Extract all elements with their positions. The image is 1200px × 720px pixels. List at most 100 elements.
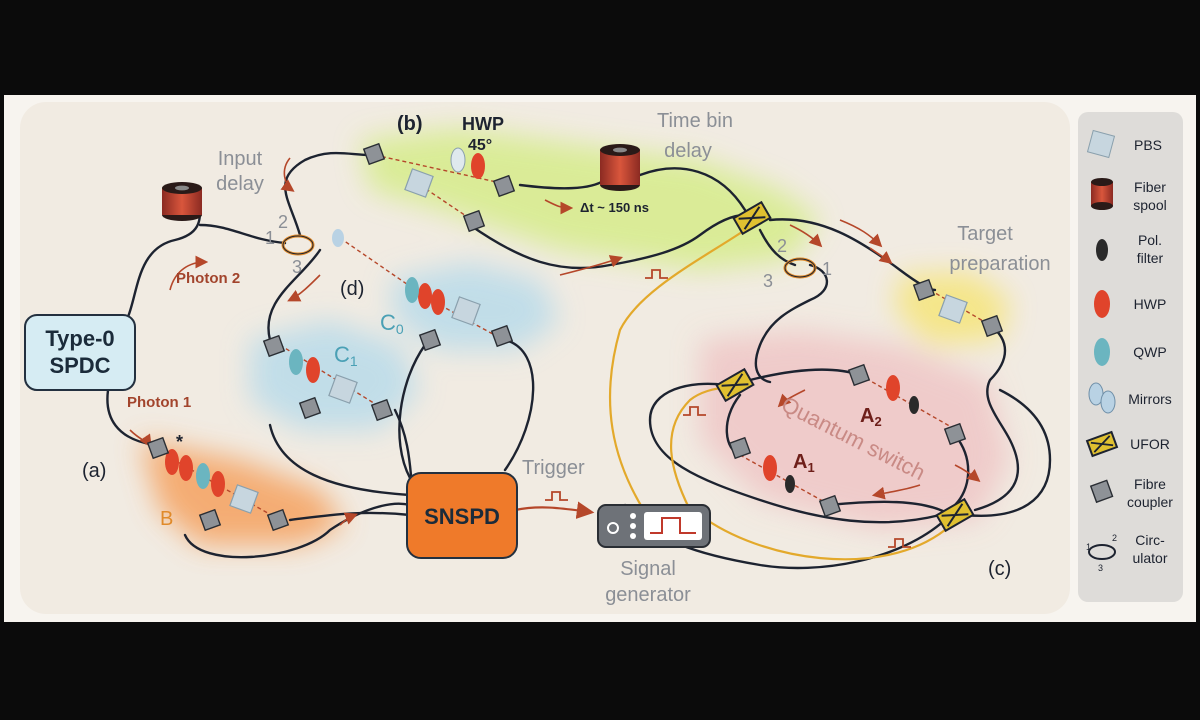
- station-c0: C0: [380, 310, 404, 337]
- station-a1: A1: [793, 451, 815, 475]
- panel-label-d: (d): [340, 278, 364, 300]
- hwp-icon: [763, 455, 777, 481]
- legend-item-mirrors: Mirrors: [1088, 382, 1172, 414]
- fiber-c1-in: [267, 248, 322, 342]
- svg-text:1: 1: [1086, 542, 1091, 552]
- circ-sw-port2: 2: [777, 236, 787, 256]
- legend-label: HWP: [1134, 296, 1167, 312]
- target-line2: preparation: [949, 253, 1050, 275]
- spdc-label-line1: Type-0: [45, 326, 114, 351]
- fiber-photon2: [118, 208, 202, 332]
- delta-t-label: Δt ~ 150 ns: [580, 200, 649, 215]
- signal-generator: [597, 504, 711, 548]
- legend-item-pbs: PBS: [1086, 129, 1162, 159]
- fiber-right-loop: [963, 388, 1052, 517]
- fiber-b-out: [183, 502, 412, 559]
- legend-label: PBS: [1134, 137, 1162, 153]
- timebin-line1: Time bin: [657, 110, 733, 132]
- circulator-input: [281, 234, 315, 256]
- snspd-detector: SNSPD: [406, 472, 518, 559]
- pol-filter-icon: [785, 475, 795, 493]
- circ-in-port3: 3: [292, 257, 302, 277]
- legend-label: Circ-: [1135, 532, 1165, 548]
- target-line1: Target: [957, 223, 1013, 245]
- hwp-icon: [1094, 290, 1110, 318]
- input-delay-line1: Input: [218, 148, 263, 170]
- legend: PBS Fiber spool Pol. filter HWP QWP: [1085, 129, 1173, 573]
- qwp-icon: [196, 463, 210, 489]
- ufor-top: [732, 200, 772, 236]
- legend-item-qwp: QWP: [1094, 338, 1167, 366]
- hwp-icon: [179, 455, 193, 481]
- qwp-icon: [289, 349, 303, 375]
- legend-label: ulator: [1132, 550, 1167, 566]
- legend-label: spool: [1133, 197, 1166, 213]
- svg-text:2: 2: [1112, 533, 1117, 543]
- fiber-c0b-detector: [503, 338, 535, 472]
- fiber-circ2-right: [754, 263, 829, 384]
- fiber-green-lower: [468, 213, 747, 270]
- fiber-spool-input: [162, 182, 202, 221]
- waveplates: [165, 147, 919, 497]
- fiber-spool-timebin: [600, 144, 640, 191]
- qwp-icon: [405, 277, 419, 303]
- pol-filter-icon: [1096, 239, 1108, 261]
- pbs-icon: [1086, 129, 1116, 159]
- legend-item-fibre-coupler: Fibre coupler: [1089, 476, 1173, 510]
- hwp-icon: [306, 357, 320, 383]
- ufor-left: [715, 367, 755, 403]
- qwp-icon: [450, 147, 466, 173]
- panel-label-b: (b): [397, 113, 423, 135]
- circ-in-port2: 2: [278, 212, 288, 232]
- trigger-line-bottom: [699, 514, 946, 561]
- fiber-c0-detector: [398, 343, 427, 480]
- legend-label: UFOR: [1130, 436, 1170, 452]
- trigger-line-gen: [514, 501, 595, 519]
- station-c1: C1: [334, 342, 358, 369]
- legend-item-fiber-spool: Fiber spool: [1091, 178, 1167, 213]
- circulator-switch: [783, 257, 817, 279]
- spdc-label-line2: SPDC: [49, 353, 110, 378]
- photon2-label: Photon 2: [176, 270, 240, 287]
- legend-label: QWP: [1133, 344, 1166, 360]
- ufor-right: [935, 497, 975, 533]
- direction-arrows: [129, 157, 981, 526]
- signal-gen-line2: generator: [605, 584, 691, 606]
- hwp-icon: [418, 283, 432, 309]
- hwp-icon: [211, 471, 225, 497]
- legend-label: filter: [1137, 250, 1164, 266]
- circ-in-port1: 1: [265, 228, 275, 248]
- fiber-spool-icon: [1091, 178, 1113, 210]
- hwp-icon: [431, 289, 445, 315]
- trigger-line-to-ufor: [608, 229, 746, 521]
- svg-text:3: 3: [1098, 563, 1103, 573]
- ufor-icon: [1085, 430, 1119, 458]
- legend-panel: [1078, 112, 1183, 602]
- legend-label: Fibre: [1134, 476, 1166, 492]
- legend-label: Pol.: [1138, 232, 1162, 248]
- signal-gen-line1: Signal: [620, 558, 676, 580]
- legend-item-ufor: UFOR: [1085, 430, 1170, 458]
- fiber-switch-outer-left: [648, 382, 942, 524]
- fibre-coupler-icon: [1089, 479, 1114, 504]
- photon1-label: Photon 1: [127, 394, 191, 411]
- timebin-line2: delay: [664, 140, 712, 162]
- station-a2: A2: [860, 405, 882, 429]
- fiber-spool-to-circ: [198, 223, 287, 245]
- pink-zone: [700, 330, 1010, 530]
- mirrors-icon: [332, 229, 344, 247]
- trigger-label: Trigger: [522, 457, 585, 479]
- hwp-label: HWP: [462, 114, 504, 134]
- legend-item-circulator: 1 2 3 Circ- ulator: [1086, 532, 1168, 573]
- trigger-line-to-switch: [670, 386, 726, 511]
- fiber-target-down: [973, 323, 1020, 512]
- legend-item-pol-filter: Pol. filter: [1096, 232, 1164, 266]
- fiber-input-delay-up: [284, 151, 372, 237]
- fibre-couplers: [146, 142, 1004, 532]
- pulse-glyphs: [545, 269, 911, 548]
- input-delay-line2: delay: [216, 173, 264, 195]
- legend-label: coupler: [1127, 494, 1173, 510]
- mirrors-icon: [1088, 382, 1116, 414]
- pol-filter-icon: [909, 396, 919, 414]
